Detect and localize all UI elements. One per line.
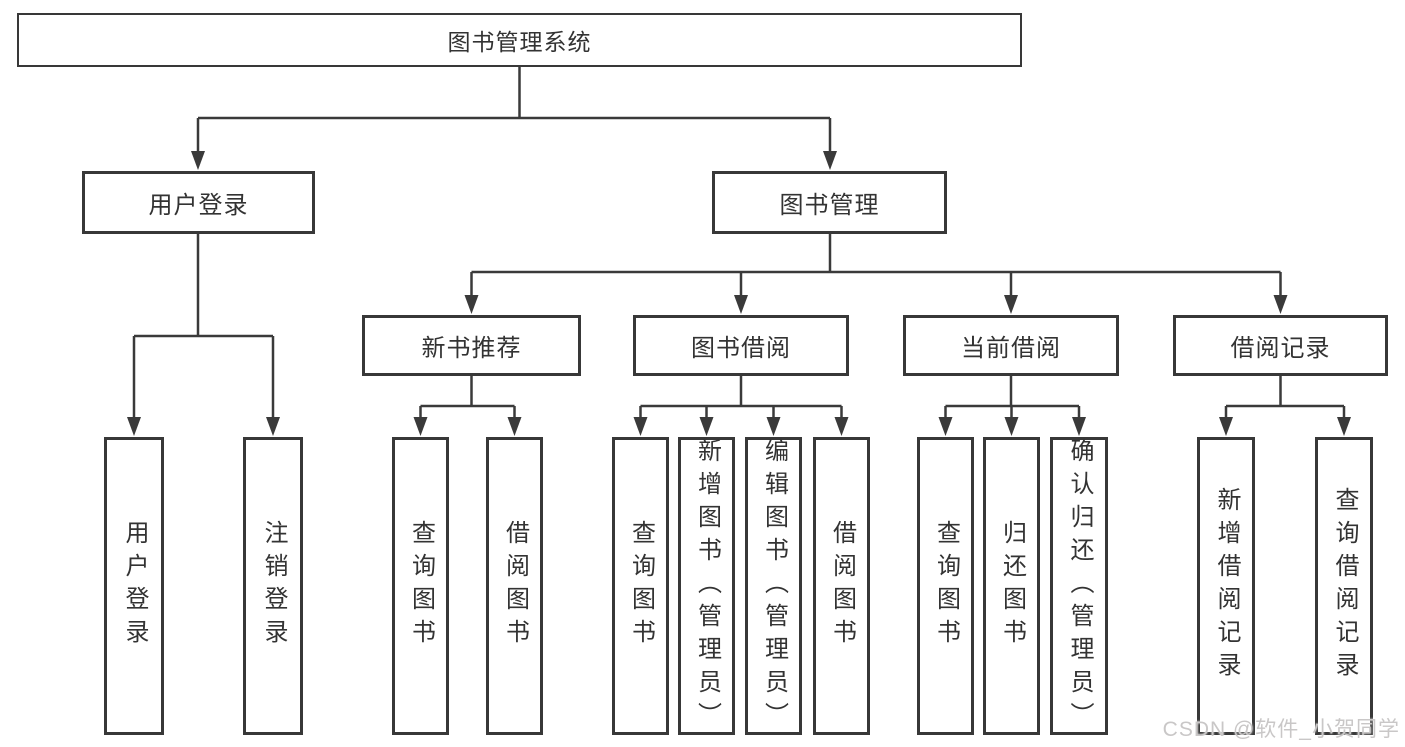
node-borrowing-records: 借阅记录 [1173,315,1388,376]
leaf-confirm-return-admin: 确认归还（管理员） [1050,437,1108,735]
node-current-borrowing: 当前借阅 [903,315,1119,376]
leaf-borrow-books-label: 借阅图书 [828,520,856,652]
watermark: CSDN @软件_小贺同学 [1162,718,1400,741]
node-user-login: 用户登录 [82,171,315,234]
leaf-query-books-current-label: 查询图书 [932,520,960,652]
leaf-logout-login-label: 注销登录 [260,520,287,652]
leaf-add-book-admin-label: 新增图书（管理员） [693,437,721,735]
leaf-query-borrow-record-label: 查询借阅记录 [1331,487,1358,685]
leaf-confirm-return-admin-label: 确认归还（管理员） [1066,437,1093,735]
leaf-user-login: 用户登录 [104,437,164,735]
leaf-query-books-recommend: 查询图书 [392,437,449,735]
leaf-borrow-books: 借阅图书 [813,437,870,735]
leaf-borrow-books-recommend-label: 借阅图书 [501,520,529,652]
leaf-query-borrow-record: 查询借阅记录 [1315,437,1373,735]
node-root: 图书管理系统 [17,13,1022,67]
leaf-add-borrow-record: 新增借阅记录 [1197,437,1255,735]
leaf-add-book-admin: 新增图书（管理员） [678,437,735,735]
leaf-return-books: 归还图书 [983,437,1040,735]
leaf-query-books-borrowing-label: 查询图书 [627,520,655,652]
leaf-borrow-books-recommend: 借阅图书 [486,437,543,735]
leaf-edit-book-admin-label: 编辑图书（管理员） [760,437,788,735]
leaf-logout-login: 注销登录 [243,437,303,735]
leaf-query-books-recommend-label: 查询图书 [407,520,435,652]
node-book-management: 图书管理 [712,171,947,234]
node-book-borrowing: 图书借阅 [633,315,849,376]
leaf-add-borrow-record-label: 新增借阅记录 [1213,487,1240,685]
node-new-book-recommend: 新书推荐 [362,315,581,376]
leaf-query-books-current: 查询图书 [917,437,974,735]
leaf-query-books-borrowing: 查询图书 [612,437,669,735]
leaf-edit-book-admin: 编辑图书（管理员） [745,437,802,735]
leaf-user-login-label: 用户登录 [121,520,148,652]
leaf-return-books-label: 归还图书 [998,520,1026,652]
